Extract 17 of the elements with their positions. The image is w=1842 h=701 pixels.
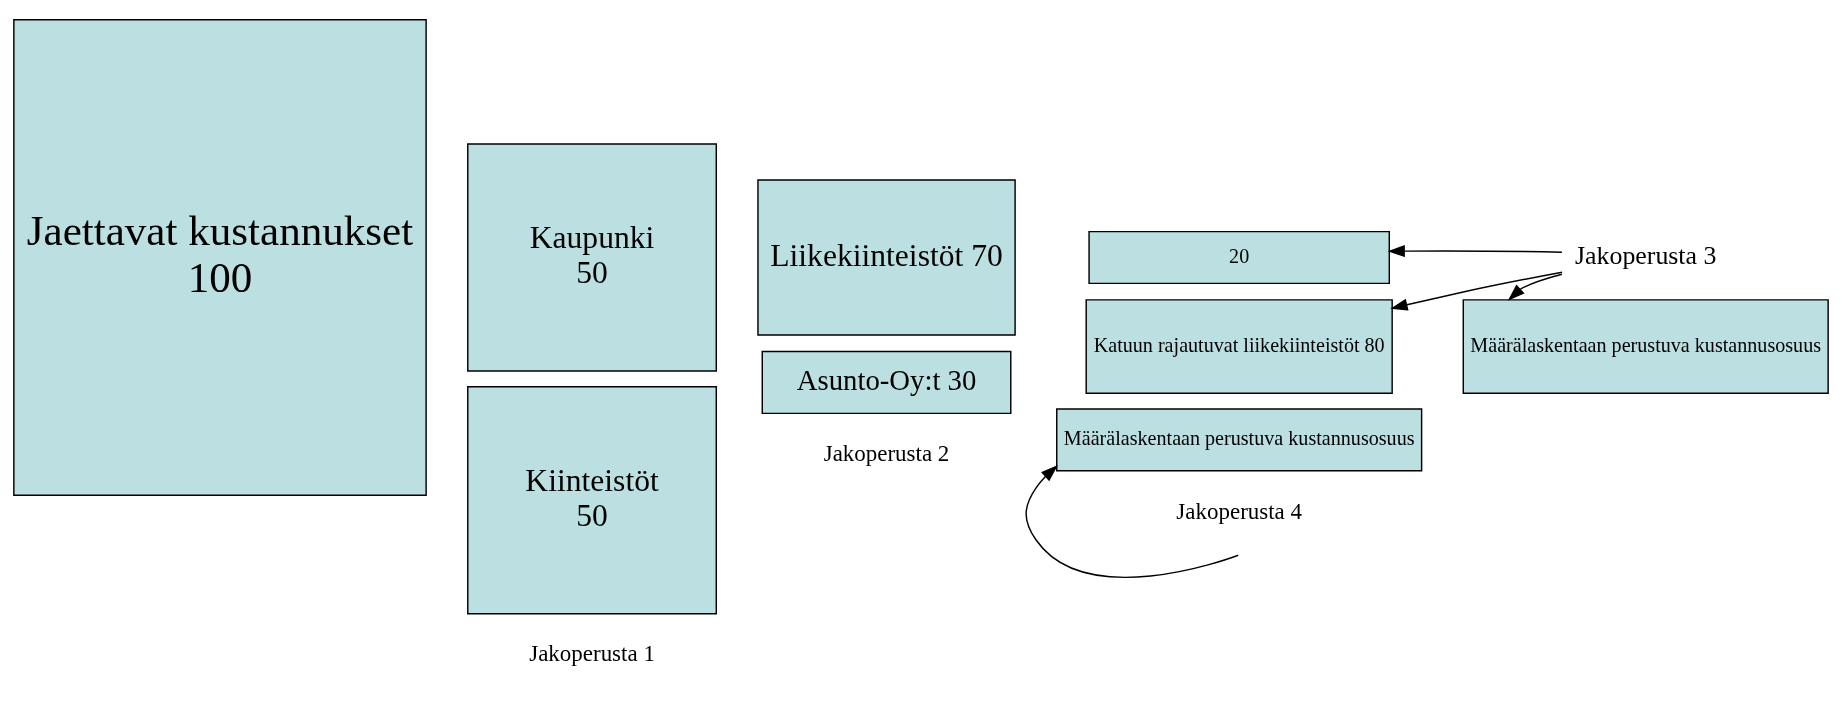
node-box: 20 — [1088, 230, 1390, 285]
node-box: Määrälaskentaan perustuva kustannusosuus — [1462, 299, 1829, 394]
label: Jakoperusta 1 — [529, 640, 655, 666]
node-box: Asunto-Oy:t 30 — [761, 350, 1012, 415]
arrow — [1507, 273, 1563, 301]
node-box: Katuun rajautuvat liikekiinteistöt 80 — [1085, 299, 1393, 394]
label: Jakoperusta 4 — [1176, 498, 1303, 524]
node-box: Liikekiinteistöt 70 — [757, 179, 1016, 336]
arrow — [1390, 271, 1563, 311]
node-box: Määrälaskentaan perustuva kustannusosuus — [1056, 408, 1423, 472]
arrow — [1387, 245, 1563, 258]
arrow — [1025, 465, 1239, 578]
node-box: Jaettavat kustannukset 100 — [13, 19, 427, 496]
node-text: Jakoperusta 3 — [1575, 240, 1717, 270]
node-box: Kaupunki 50 — [467, 143, 717, 372]
node-box: Kiinteistöt 50 — [467, 386, 717, 615]
label: Jakoperusta 2 — [823, 441, 950, 467]
